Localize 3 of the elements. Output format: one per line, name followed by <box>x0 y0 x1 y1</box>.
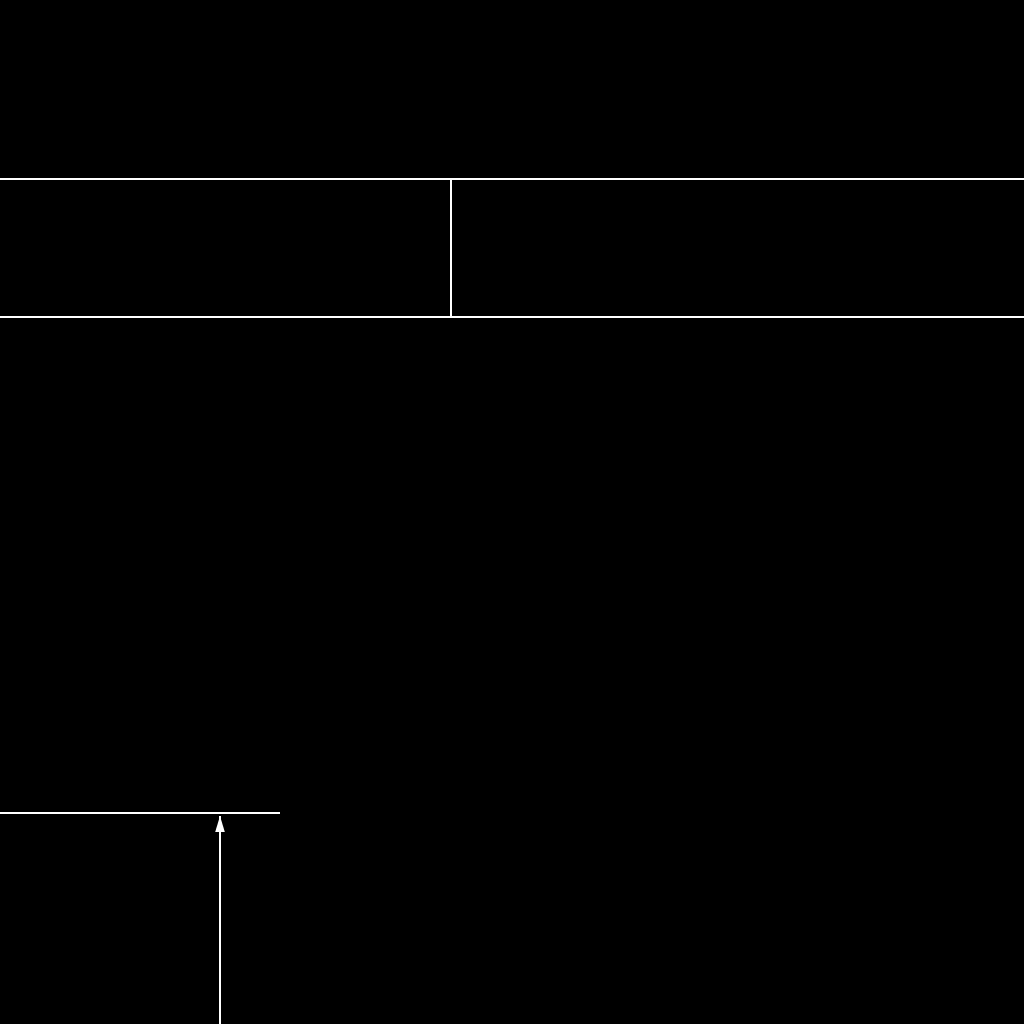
cell-box <box>452 178 1024 318</box>
cell-box <box>0 178 452 318</box>
arrow <box>215 815 225 1024</box>
